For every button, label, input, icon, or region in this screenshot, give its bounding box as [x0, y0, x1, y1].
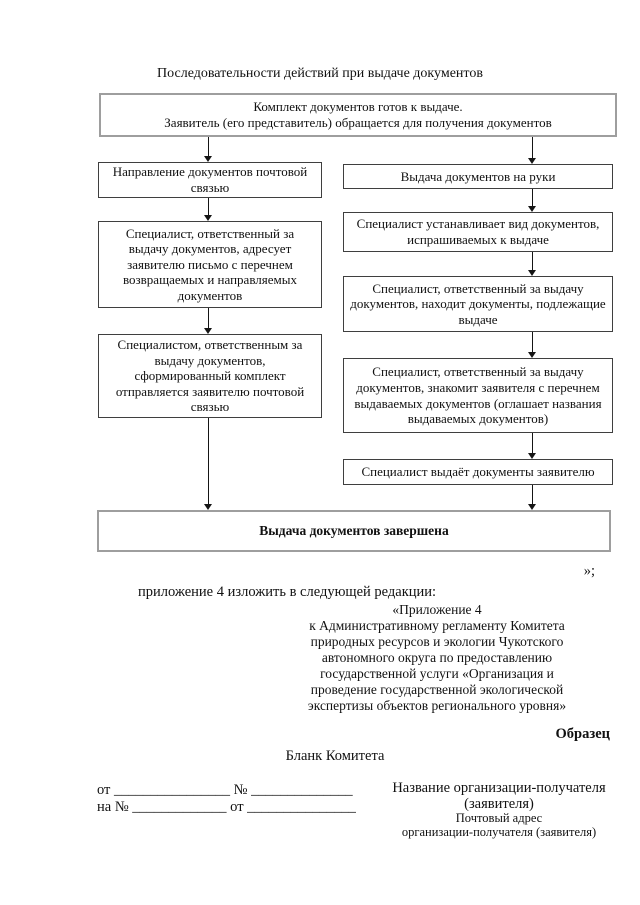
flow-arrow-down-icon — [528, 137, 537, 164]
flow-arrow-down-icon — [528, 485, 537, 510]
flow-box-finish: Выдача документов завершена — [97, 510, 611, 552]
flow-box-identify-docs: Специалист устанавливает вид документов,… — [343, 212, 613, 252]
flow-arrow-down-icon — [204, 198, 213, 221]
flow-box-start: Комплект документов готов к выдаче. Заяв… — [99, 93, 617, 137]
flow-box-review-docs: Специалист, ответственный за выдачу доку… — [343, 358, 613, 433]
amendment-intro-line: приложение 4 изложить в следующей редакц… — [138, 584, 437, 600]
sample-label: Образец — [555, 726, 610, 742]
letterhead-label: Бланк Комитета — [285, 748, 385, 764]
flow-arrow-down-icon — [204, 137, 213, 162]
flow-box-find-docs: Специалист, ответственный за выдачу доку… — [343, 276, 613, 332]
letter-field-incoming: на № _____________ от _______________ — [97, 799, 356, 815]
flow-arrow-down-icon — [204, 308, 213, 334]
flow-box-mail-send: Специалистом, ответственным за выдачу до… — [98, 334, 322, 418]
flow-arrow-down-icon — [528, 332, 537, 358]
letter-field-outgoing: от ________________ № ______________ — [97, 782, 353, 798]
flow-arrow-down-icon — [528, 252, 537, 276]
flow-box-mail-branch: Направление документов почтовой связью — [98, 162, 322, 198]
flow-arrow-down-icon — [528, 189, 537, 212]
appendix-reference-block: «Приложение 4 к Административному реглам… — [307, 602, 567, 713]
flow-box-mail-letter: Специалист, ответственный за выдачу доку… — [98, 221, 322, 308]
closing-quote-mark: »; — [583, 563, 595, 579]
recipient-address-block: Почтовый адрес организации-получателя (з… — [401, 811, 597, 839]
flow-box-hand-docs: Специалист выдаёт документы заявителю — [343, 459, 613, 485]
page-title: Последовательности действий при выдаче д… — [157, 66, 483, 81]
flow-arrow-down-icon — [528, 433, 537, 459]
flow-arrow-down-icon — [204, 418, 213, 510]
recipient-name-block: Название организации-получателя (заявите… — [392, 780, 606, 812]
flow-box-inperson-branch: Выдача документов на руки — [343, 164, 613, 189]
